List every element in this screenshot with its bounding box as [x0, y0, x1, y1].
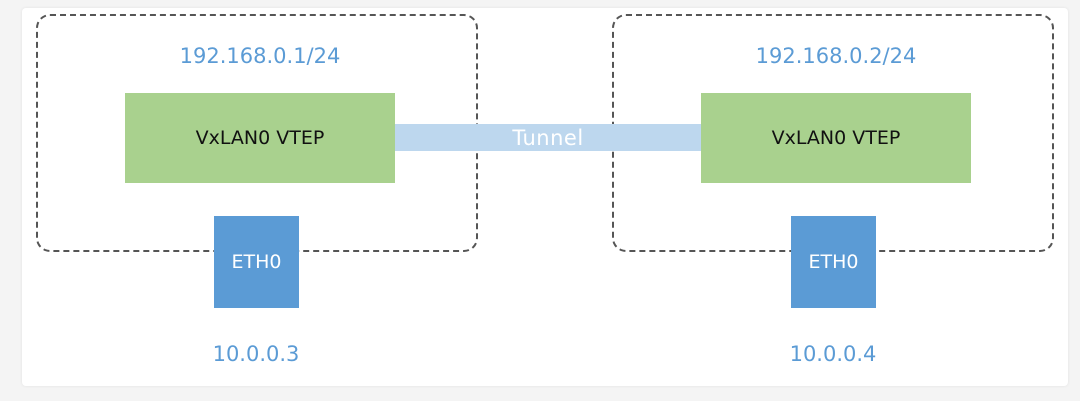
left-eth-ip-label: 10.0.0.3: [212, 342, 300, 366]
left-subnet-label: 192.168.0.1/24: [179, 44, 341, 68]
left-vtep-node: VxLAN0 VTEP: [125, 93, 395, 183]
right-eth-ip-label: 10.0.0.4: [789, 342, 877, 366]
left-vtep-label: VxLAN0 VTEP: [195, 127, 325, 149]
right-eth-label: ETH0: [808, 251, 859, 273]
right-eth-interface: ETH0: [791, 216, 876, 308]
right-subnet-label: 192.168.0.2/24: [755, 44, 917, 68]
left-eth-interface: ETH0: [214, 216, 299, 308]
tunnel-link: Tunnel: [395, 124, 701, 151]
diagram-canvas: 192.168.0.1/24 192.168.0.2/24 Tunnel VxL…: [22, 8, 1068, 386]
left-eth-label: ETH0: [231, 251, 282, 273]
right-vtep-label: VxLAN0 VTEP: [771, 127, 901, 149]
tunnel-label: Tunnel: [512, 125, 584, 150]
right-vtep-node: VxLAN0 VTEP: [701, 93, 971, 183]
